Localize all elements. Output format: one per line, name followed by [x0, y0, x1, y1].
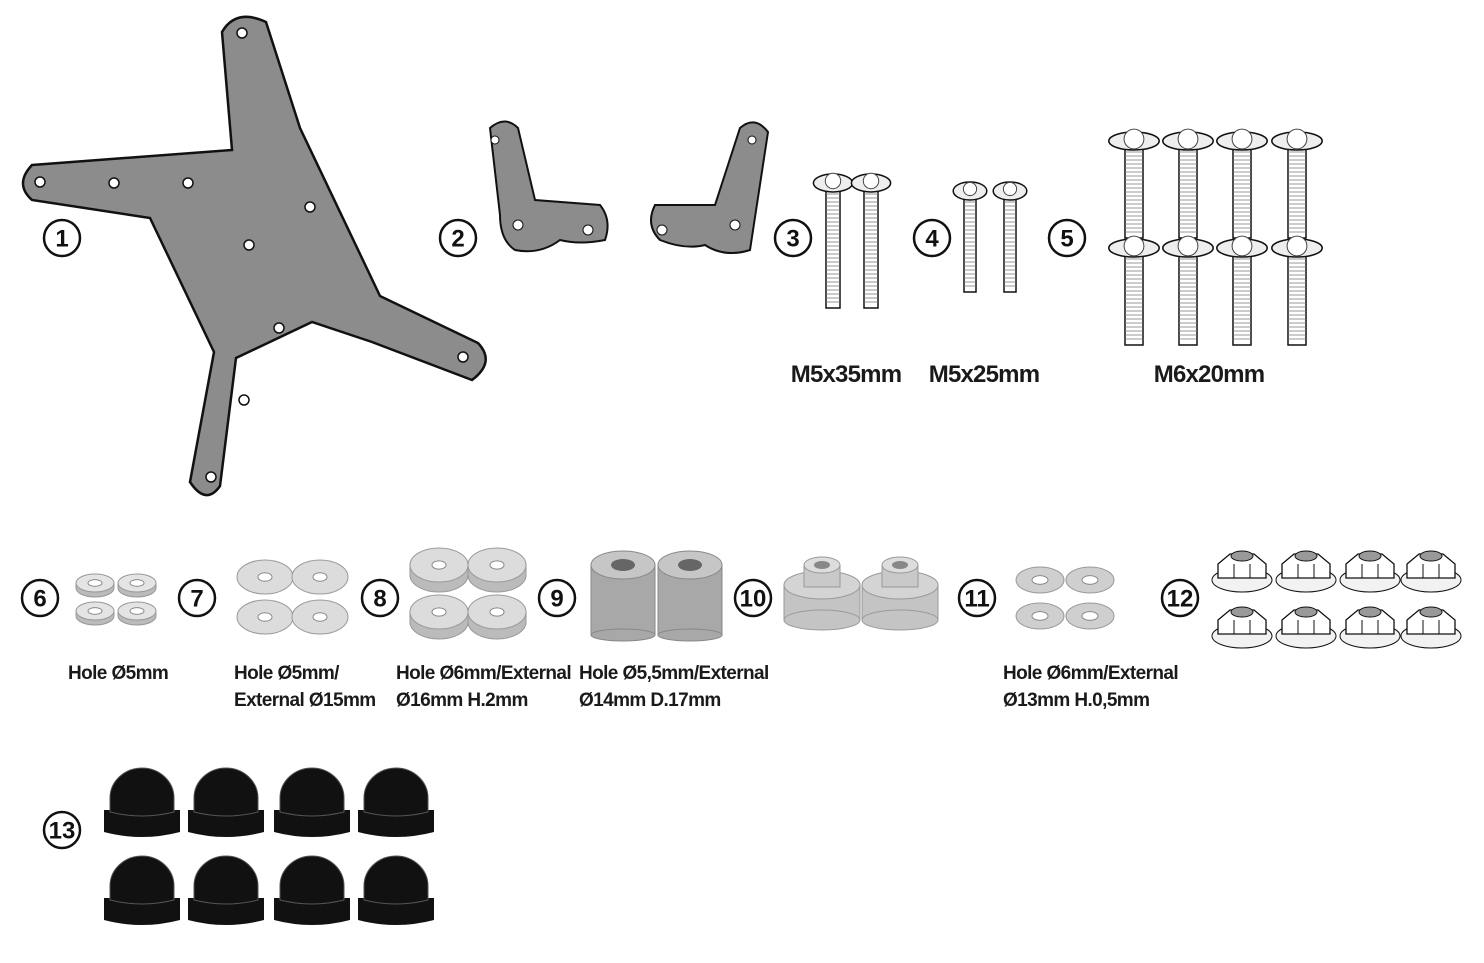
acorn-cap — [104, 855, 180, 925]
washer-16mm — [467, 594, 527, 640]
acorn-cap — [358, 767, 434, 837]
flat-washer-15mm — [291, 559, 349, 595]
flat-washer-15mm — [236, 599, 294, 635]
thin-washer-13mm — [1065, 566, 1115, 594]
stepped-spacer — [783, 556, 861, 631]
bolt-m6x20 — [1162, 128, 1214, 239]
part-number-10: 10 — [733, 578, 773, 618]
part-number-text: 4 — [925, 226, 939, 253]
part-number-text: 5 — [1060, 226, 1073, 253]
bolt-m5x35 — [812, 172, 854, 309]
bolt-m5x25 — [992, 181, 1028, 293]
thin-washer-13mm — [1065, 602, 1115, 630]
part-number-text: 7 — [190, 586, 203, 613]
part-spec-label: Hole Ø6mm/External — [1003, 663, 1178, 684]
part-number-1: 1 — [42, 218, 82, 258]
flange-nut — [1211, 606, 1273, 649]
flange-nut — [1275, 550, 1337, 593]
part-number-7: 7 — [177, 578, 217, 618]
stepped-spacer — [861, 556, 939, 631]
part-number-text: 11 — [964, 586, 989, 613]
part-number-13: 13 — [42, 810, 82, 850]
part-spec-label: Hole Ø5,5mm/External — [579, 663, 769, 684]
bolt-m6x20 — [1216, 128, 1268, 239]
mounting-plate — [21, 15, 487, 497]
part-number-11: 11 — [957, 578, 997, 618]
part-spec-label: Ø14mm D.17mm — [579, 690, 721, 711]
part-number-5: 5 — [1047, 218, 1087, 258]
part-spec-label: External Ø15mm — [234, 690, 376, 711]
bolt-m6x20 — [1108, 128, 1160, 239]
washer-16mm — [409, 547, 469, 593]
washer-16mm — [409, 594, 469, 640]
part-number-2: 2 — [438, 218, 478, 258]
part-spec-label: M6x20mm — [1154, 361, 1264, 388]
part-spec-label: M5x25mm — [929, 361, 1039, 388]
part-number-3: 3 — [773, 218, 813, 258]
acorn-cap — [274, 855, 350, 925]
washer-16mm — [467, 547, 527, 593]
part-number-text: 13 — [49, 818, 76, 845]
acorn-cap — [274, 767, 350, 837]
part-number-8: 8 — [360, 578, 400, 618]
thin-washer-13mm — [1015, 602, 1065, 630]
bolt-m6x20 — [1108, 235, 1160, 346]
acorn-cap — [358, 855, 434, 925]
part-number-9: 9 — [537, 578, 577, 618]
thin-washer-13mm — [1015, 566, 1065, 594]
flange-nut — [1400, 550, 1462, 593]
acorn-cap — [188, 855, 264, 925]
bracket-right — [650, 121, 770, 255]
flat-washer-15mm — [291, 599, 349, 635]
part-number-text: 9 — [550, 586, 563, 613]
part-spec-label: Ø13mm H.0,5mm — [1003, 690, 1149, 711]
part-number-text: 10 — [740, 586, 767, 613]
flange-nut — [1339, 550, 1401, 593]
bolt-m6x20 — [1216, 235, 1268, 346]
spacer-17mm — [590, 550, 656, 642]
part-spec-label: Hole Ø5mm — [68, 663, 168, 684]
part-number-text: 3 — [786, 226, 799, 253]
part-spec-label: Ø16mm H.2mm — [396, 690, 528, 711]
bolt-m5x35 — [850, 172, 892, 309]
flat-washer-15mm — [236, 559, 294, 595]
bolt-m6x20 — [1271, 235, 1323, 346]
part-spec-label: Hole Ø5mm/ — [234, 663, 340, 684]
part-number-text: 2 — [451, 226, 464, 253]
lock-washer-m5 — [75, 601, 115, 626]
flange-nut — [1211, 550, 1273, 593]
bracket-left — [488, 120, 609, 253]
acorn-cap — [104, 767, 180, 837]
part-number-text: 12 — [1167, 586, 1194, 613]
part-number-text: 1 — [55, 226, 68, 253]
part-number-4: 4 — [912, 218, 952, 258]
lock-washer-m5 — [75, 573, 115, 598]
part-number-12: 12 — [1160, 578, 1200, 618]
part-number-text: 8 — [373, 586, 386, 613]
part-spec-label: M5x35mm — [791, 361, 901, 388]
lock-washer-m5 — [117, 573, 157, 598]
flange-nut — [1275, 606, 1337, 649]
bolt-m5x25 — [952, 181, 988, 293]
flange-nut — [1400, 606, 1462, 649]
flange-nut — [1339, 606, 1401, 649]
lock-washer-m5 — [117, 601, 157, 626]
bolt-m6x20 — [1162, 235, 1214, 346]
acorn-cap — [188, 767, 264, 837]
spacer-17mm — [657, 550, 723, 642]
part-spec-label: Hole Ø6mm/External — [396, 663, 571, 684]
part-number-text: 6 — [33, 586, 46, 613]
bolt-m6x20 — [1271, 128, 1323, 239]
part-number-6: 6 — [20, 578, 60, 618]
